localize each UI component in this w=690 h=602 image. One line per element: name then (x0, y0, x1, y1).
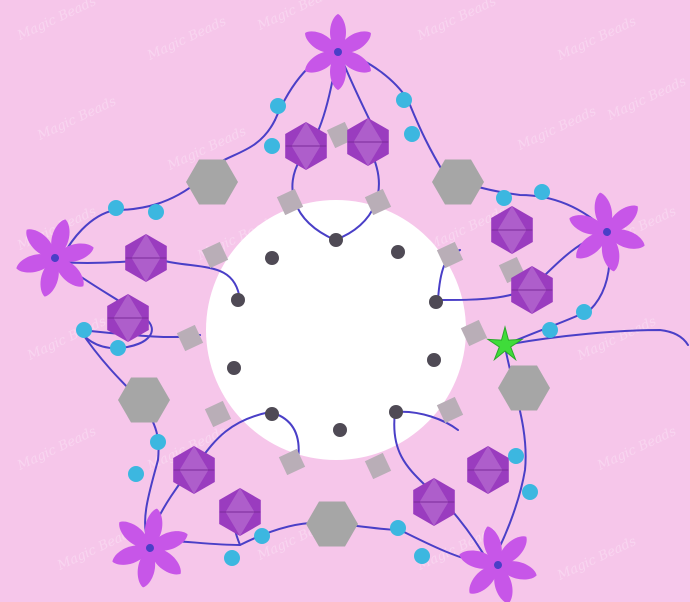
seed-bead-icon (508, 448, 524, 464)
flower-bead-icon (301, 14, 375, 90)
round-gray-bead-icon (306, 502, 358, 547)
anchor-dot (329, 233, 343, 247)
seed-bead-icon (396, 92, 412, 108)
anchor-dot (265, 251, 279, 265)
seed-bead-icon (542, 322, 558, 338)
seed-bead-icon (254, 528, 270, 544)
seed-bead-icon (576, 304, 592, 320)
seed-bead-icon (264, 138, 280, 154)
watermark-text: Magic Beads (24, 314, 109, 364)
seed-bead-icon (128, 466, 144, 482)
seed-bead-icon (414, 548, 430, 564)
watermark-text: Magic Beads (554, 534, 639, 584)
seed-bead-icon (522, 484, 538, 500)
bicone-crystal-icon (125, 234, 167, 282)
anchor-dot (231, 293, 245, 307)
seed-bead-icon (148, 204, 164, 220)
watermark-text: Magic Beads (594, 424, 679, 474)
seed-bead-icon (270, 98, 286, 114)
anchor-dot (333, 423, 347, 437)
round-gray-bead-icon (186, 160, 238, 205)
watermark-text: Magic Beads (254, 0, 339, 34)
watermark-text: Magic Beads (574, 314, 659, 364)
seed-bead-icon (534, 184, 550, 200)
seed-bead-icon (390, 520, 406, 536)
flower-bead-icon (450, 516, 546, 602)
flower-center (334, 48, 342, 56)
watermark-text: Magic Beads (14, 0, 99, 44)
bicone-crystal-icon (413, 478, 455, 526)
seed-bead-icon (108, 200, 124, 216)
seed-bead-icon (76, 322, 92, 338)
round-gray-bead-icon (498, 366, 550, 411)
watermark-text: Magic Beads (414, 0, 499, 44)
watermark-text: Magic Beads (604, 74, 689, 124)
anchor-dot (391, 245, 405, 259)
start-star-icon (488, 327, 522, 360)
seed-bead-icon (404, 126, 420, 142)
seed-bead-icon (224, 550, 240, 566)
anchor-dot (429, 295, 443, 309)
watermark-text: Magic Beads (554, 14, 639, 64)
bicone-crystal-icon (347, 118, 389, 166)
seed-bead-icon (150, 434, 166, 450)
watermark-text: Magic Beads (34, 94, 119, 144)
watermark-text: Magic Beads (144, 14, 229, 64)
anchor-dot (427, 353, 441, 367)
seed-bead-icon (496, 190, 512, 206)
seed-bead-icon (110, 340, 126, 356)
bicone-crystal-icon (467, 446, 509, 494)
anchor-dot (227, 361, 241, 375)
flower-bead-icon (105, 502, 195, 594)
watermark-text: Magic Beads (14, 424, 99, 474)
bicone-crystal-icon (285, 122, 327, 170)
watermark-text: Magic Beads (514, 104, 599, 154)
anchor-dot (389, 405, 403, 419)
anchor-dot (265, 407, 279, 421)
bicone-crystal-icon (219, 488, 261, 536)
